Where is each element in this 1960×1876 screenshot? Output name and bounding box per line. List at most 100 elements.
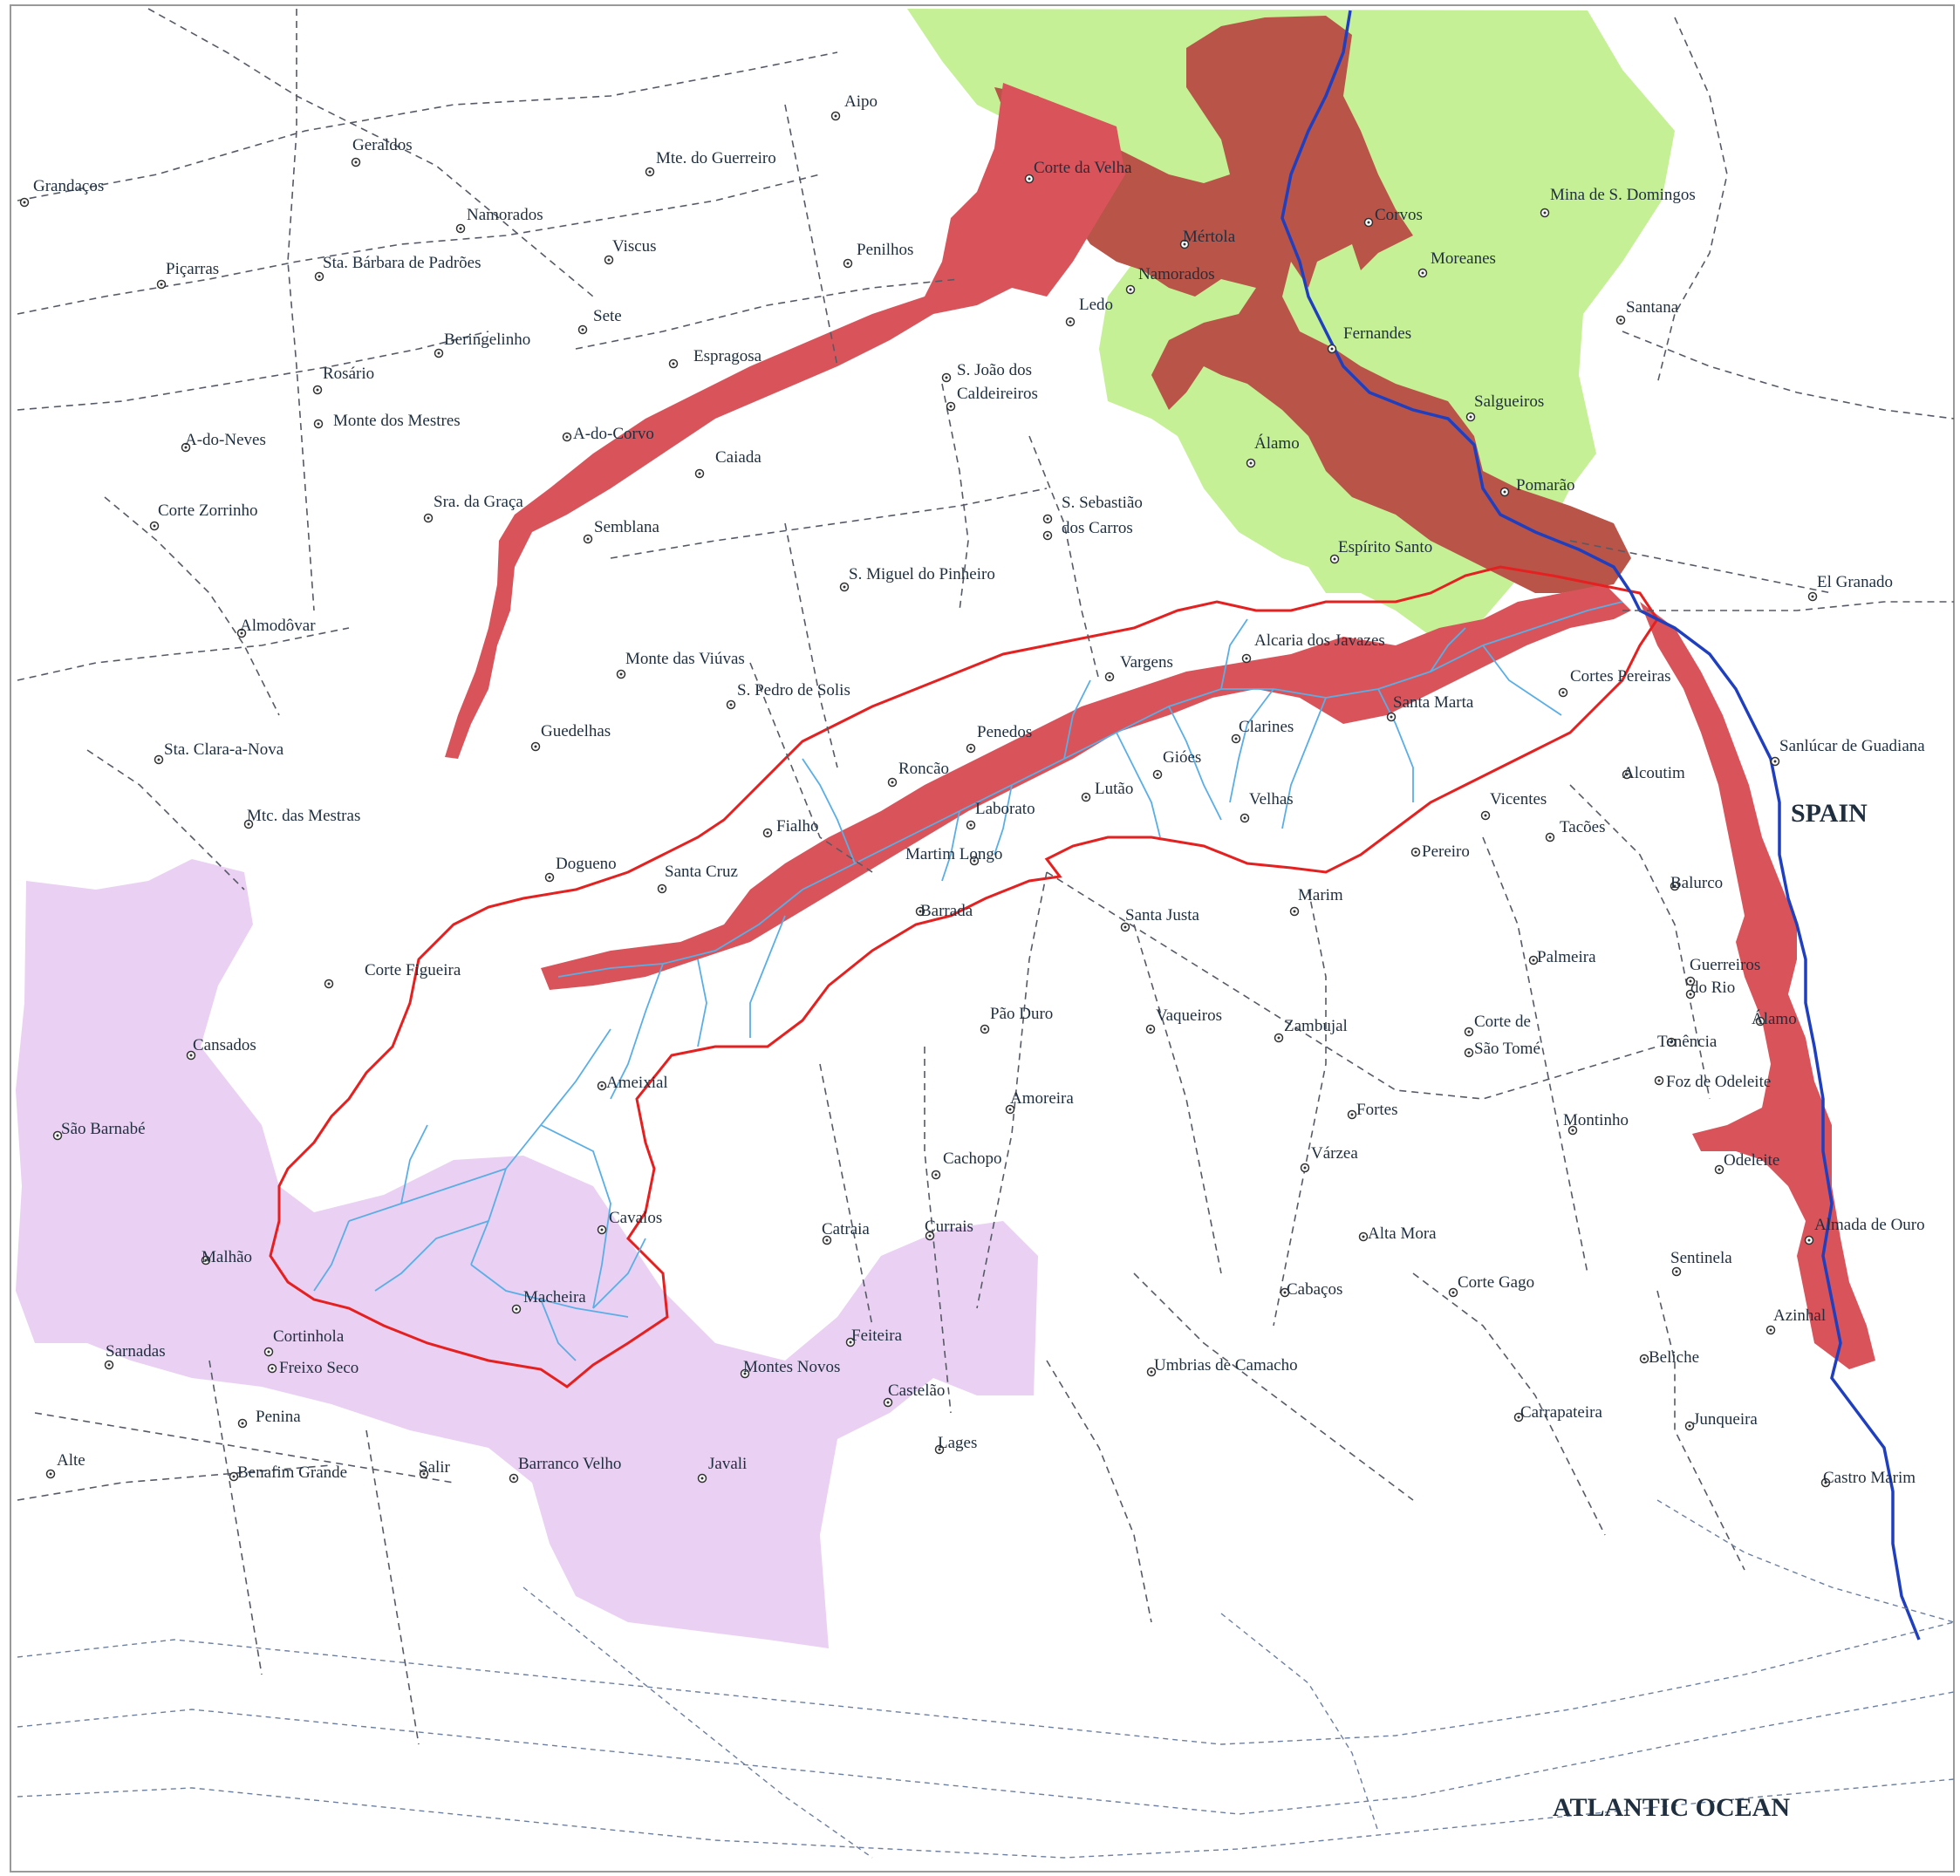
place-marker: Guerreiros [1685,956,1760,986]
place-label: Mte. do Guerreiro [656,149,776,167]
place-dot-core [1769,1328,1772,1332]
place-dot-core [843,585,846,589]
place-marker: Almada de Ouro [1804,1216,1925,1245]
place-marker: Castro Marim [1820,1469,1916,1488]
place-dot-core [548,876,551,879]
place-marker: Penilhos [843,241,913,269]
place-label: Alcaria dos Javazes [1254,631,1385,650]
place-label: Corte Figueira [365,961,461,979]
place-marker: Clarines [1231,718,1294,744]
place-marker: A-do-Corvo [562,425,654,443]
place-label: Mina de S. Domingos [1550,186,1696,204]
stream-network [313,601,1623,1361]
place-marker: Várzea [1300,1144,1358,1173]
place-label: Umbrias de Camacho [1154,1356,1298,1375]
place-dot-core [1811,595,1814,598]
place-dot-core [660,887,664,890]
place-marker: Junqueira [1684,1410,1758,1431]
place-label: Pereiro [1422,842,1470,861]
place-dot-core [619,672,623,676]
place-label: Junqueira [1693,1410,1758,1429]
place-marker: Corte Zorrinho [149,501,258,531]
place-label: Cortinhola [273,1327,345,1346]
place-label: Grandaços [33,177,104,195]
place-marker: Sentinela [1670,1249,1732,1277]
place-dot-core [515,1307,518,1311]
place-dot-core [1619,318,1622,322]
place-marker: S. Miguel do Pinheiro [839,565,995,592]
place-marker: El Granado [1807,573,1893,602]
place-marker: Namorados [455,206,543,234]
place-dot-core [316,388,319,392]
place-label: Clarines [1239,718,1294,736]
place-label: Amoreira [1010,1089,1074,1108]
place-marker: Amoreira [1005,1089,1074,1115]
place-dot-core [1773,760,1777,763]
place-dot-core [204,1259,208,1262]
place-marker: Mina de S. Domingos [1540,186,1696,218]
place-label: Santana [1626,298,1679,317]
place-label: Laborato [975,800,1035,818]
place-dot-core [846,262,850,265]
place-label: Viscus [612,237,657,256]
place-marker: Currais [925,1218,973,1241]
place-label: Penina [256,1408,301,1426]
place-dot-core [1243,816,1246,820]
place-label: El Granado [1817,573,1893,591]
place-marker: Cortinhola [263,1327,345,1357]
place-label: Velhas [1249,790,1294,808]
place-label: Sanlúcar de Guadiana [1779,737,1925,755]
place-marker: Pomarão [1499,476,1575,497]
place-marker: Roncão [887,760,949,788]
red-corridor-guadiana [1640,602,1875,1369]
place-marker: Sra. da Graça [423,493,523,523]
place-label: Almodôvar [240,617,316,635]
place-dot-core [743,1372,747,1375]
place-dot-core [1532,958,1535,962]
place-label: Santa Cruz [665,863,738,881]
place-dot-core [1675,1270,1678,1273]
place-dot-core [1129,288,1132,291]
place-marker: Cabaços [1280,1280,1342,1299]
place-marker: Vargens [1104,653,1173,682]
place-label: Fernandes [1343,324,1411,343]
place-dot-core [1469,415,1472,419]
place-marker: Cortes Pereiras [1558,667,1671,698]
place-label: Alta Mora [1368,1225,1437,1243]
place-dot-core [825,1238,829,1242]
brown-valley [994,16,1631,593]
place-dot-core [1303,1166,1307,1170]
place-dot-core [1548,836,1552,839]
place-label: Ameixial [606,1074,668,1092]
place-label: São Tomé [1474,1040,1540,1058]
place-marker: Santana [1615,298,1679,325]
place-marker: Corvos [1363,206,1423,228]
place-dot-core [1277,1036,1280,1040]
place-dot-core [672,362,675,365]
place-label: Aipo [844,92,878,111]
place-dot-core [969,823,973,827]
place-dot-core [648,170,652,174]
place-dot-core [938,1448,941,1451]
place-marker: Corte de [1464,1013,1531,1037]
place-marker: Tenência [1657,1033,1718,1051]
place-dot-core [928,1234,932,1238]
place-marker: Montinho [1563,1111,1629,1136]
place-dot-core [1046,517,1049,521]
place-marker: S. Sebastião [1042,494,1143,524]
place-marker: Tacões [1545,818,1605,842]
place-marker: Marim [1289,886,1343,917]
place-label: Corte da Velha [1034,159,1132,177]
place-marker: Umbrias de Camacho [1146,1356,1298,1377]
place-dot-core [1390,715,1393,719]
place-marker: Álamo [1752,1009,1797,1028]
place-marker: Penedos [966,723,1032,754]
place-marker: Pão Duro [980,1005,1053,1034]
place-label: Feiteira [851,1327,903,1345]
place-label: Salir [419,1458,451,1477]
place-marker: Penina [237,1408,301,1429]
place-label: Sete [593,307,622,325]
place-dot-core [1008,1108,1012,1111]
